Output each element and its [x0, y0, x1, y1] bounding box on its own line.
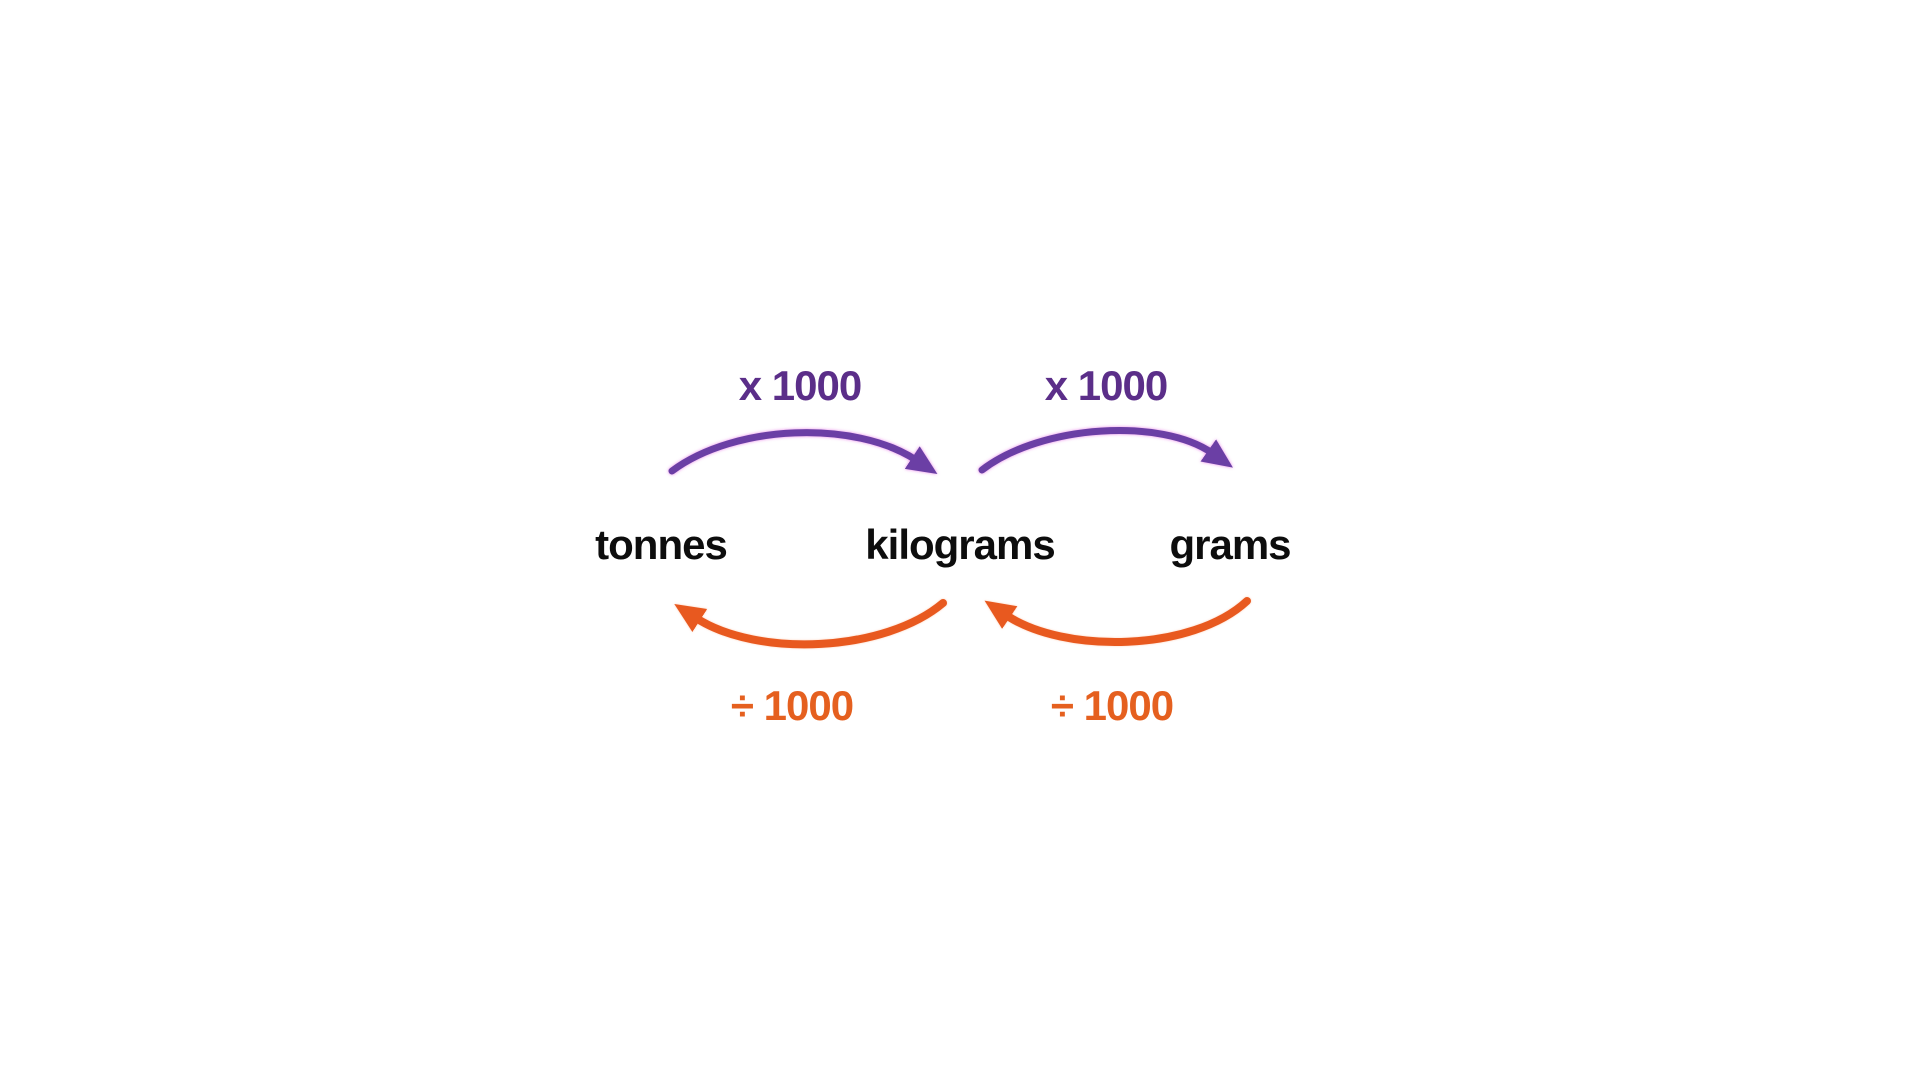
multiply-arrow-kilograms-to-grams: [978, 427, 1233, 474]
unit-label-tonnes: tonnes: [595, 521, 728, 568]
divide-label-kilograms-tonnes: ÷ 1000: [730, 682, 854, 729]
unit-label-grams: grams: [1169, 521, 1291, 568]
divide-arrow-grams-to-kilograms: [984, 597, 1251, 646]
multiply-arrow-tonnes-to-kilograms: [668, 429, 938, 475]
divide-label-grams-kilograms: ÷ 1000: [1050, 682, 1174, 729]
multiply-label-tonnes-kilograms: x 1000: [738, 362, 862, 409]
divide-arrow-kilograms-to-tonnes: [674, 599, 947, 649]
unit-label-kilograms: kilograms: [865, 521, 1055, 568]
multiply-label-kilograms-grams: x 1000: [1044, 362, 1168, 409]
